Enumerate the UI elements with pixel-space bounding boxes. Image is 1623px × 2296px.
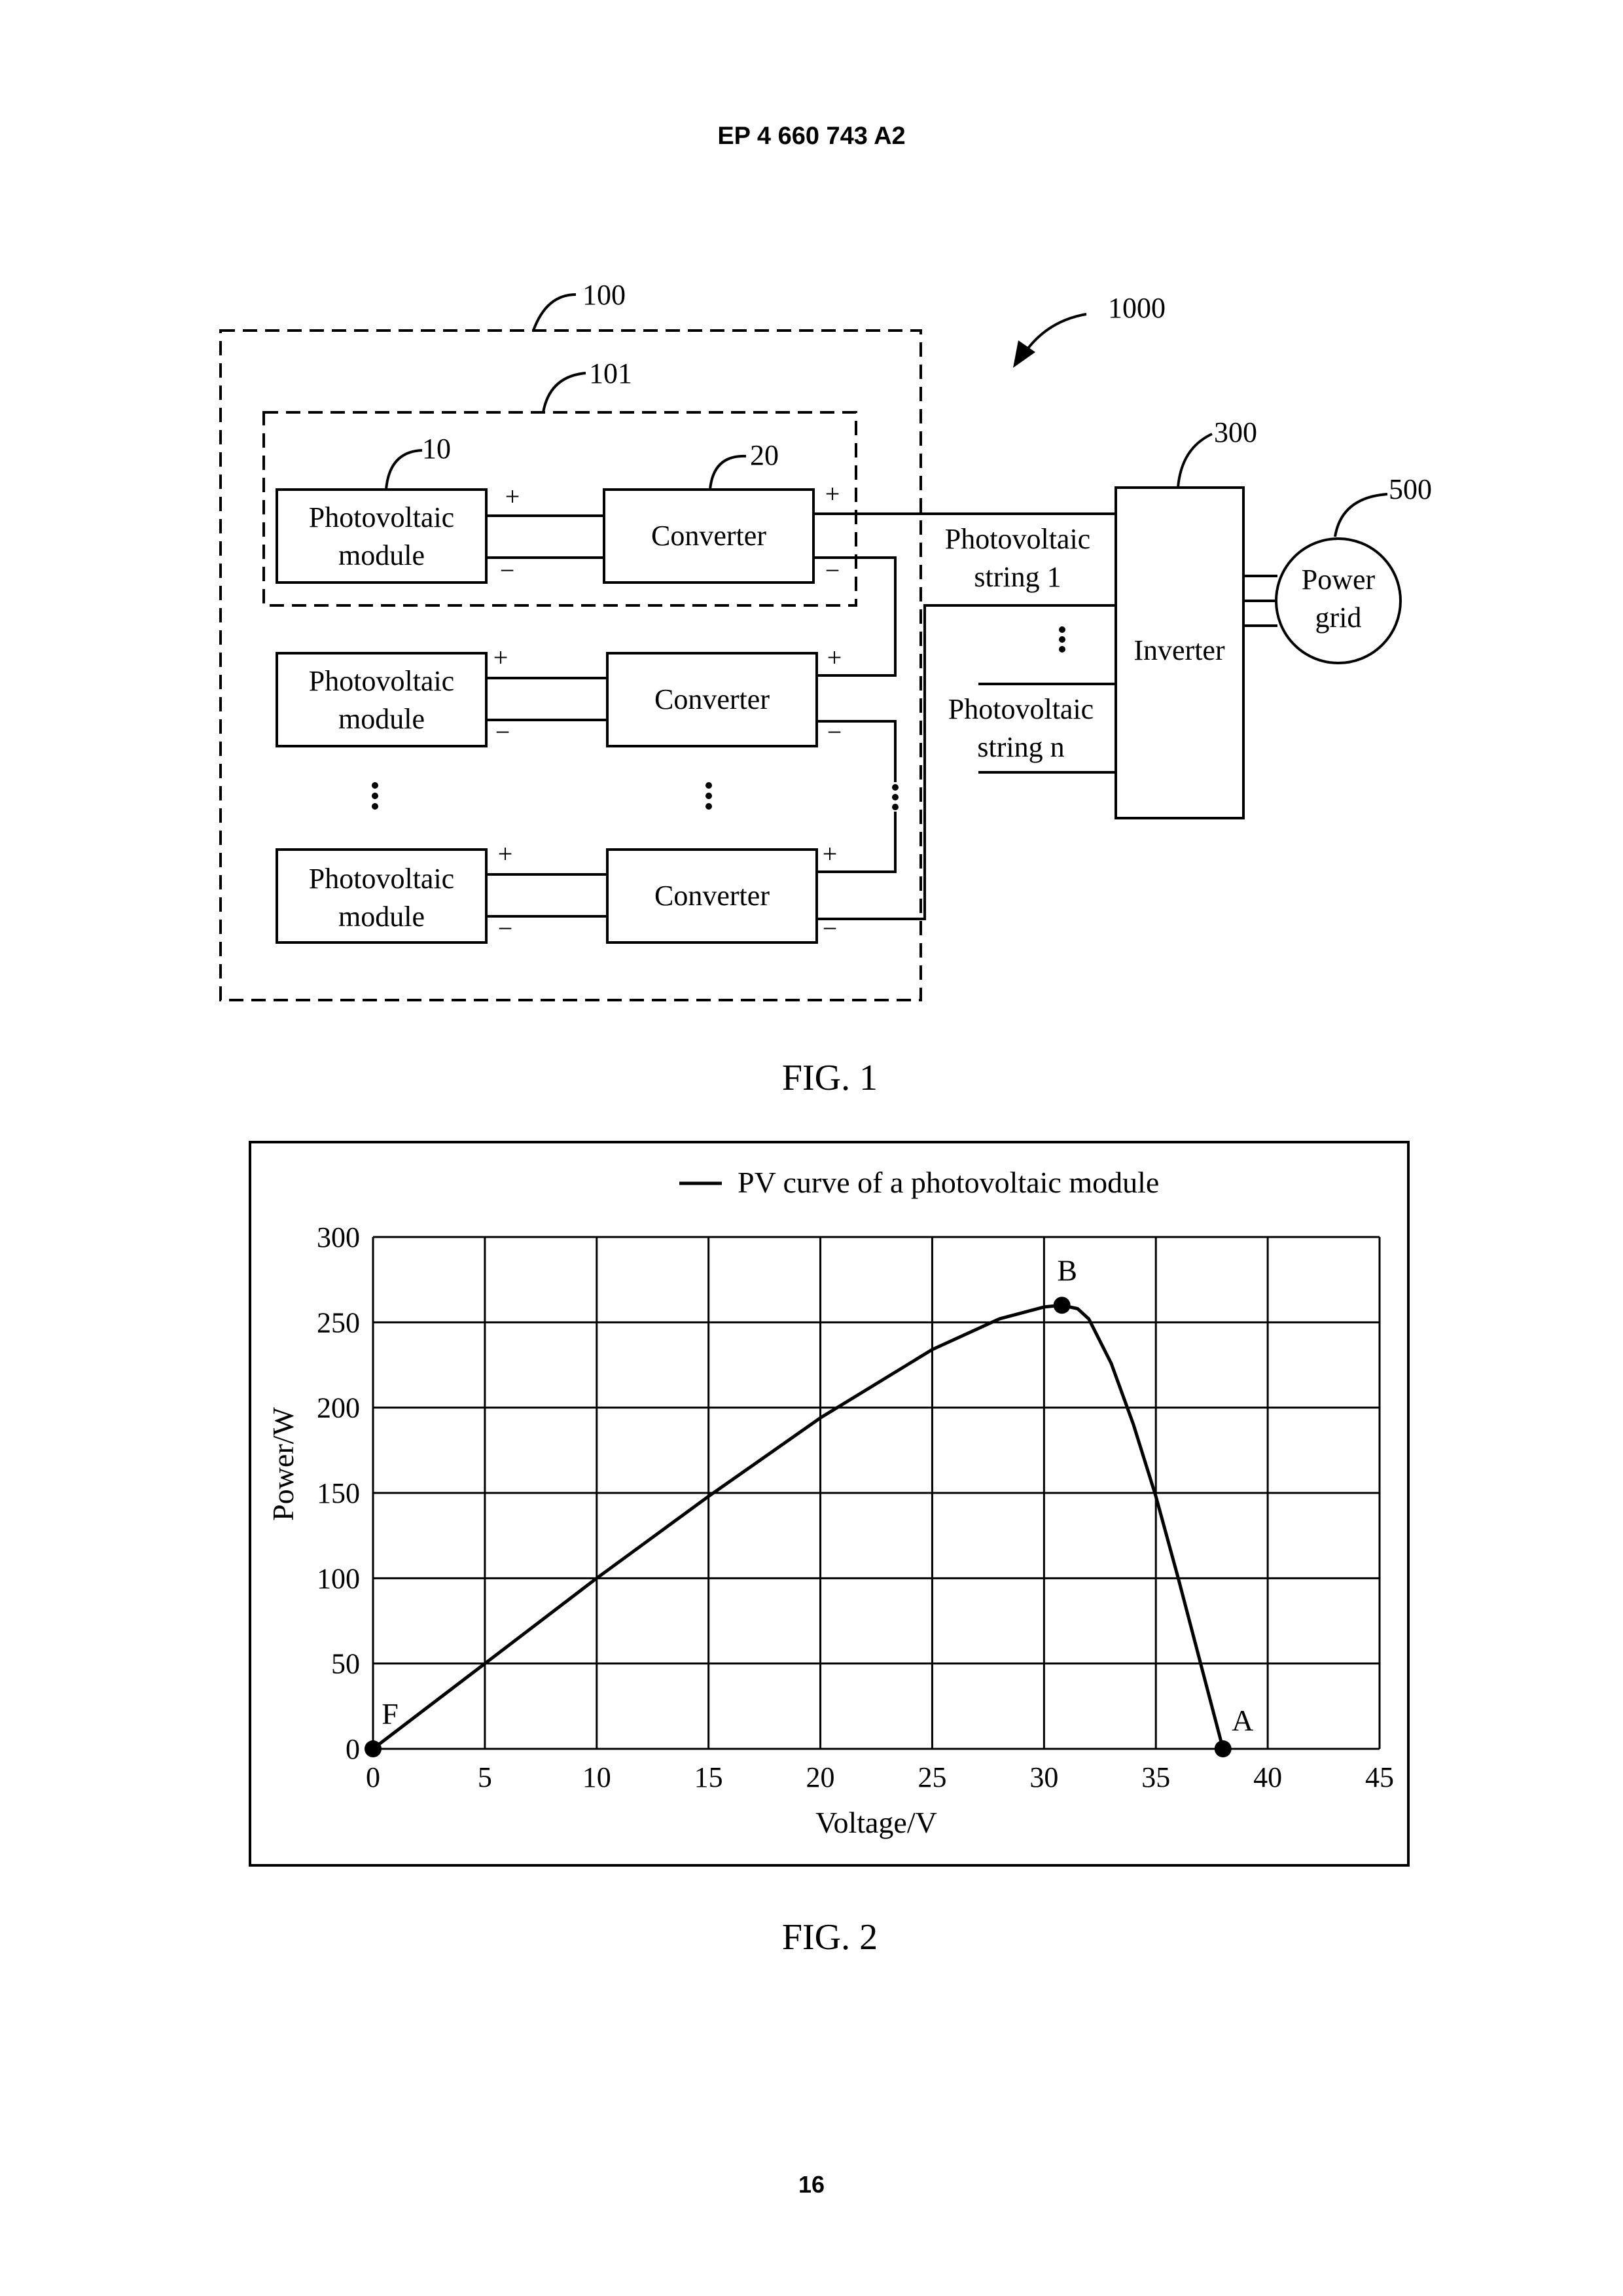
pv-module-label-2a: Photovoltaic: [309, 665, 454, 697]
minus-sign: −: [825, 556, 840, 585]
minus-sign: −: [498, 914, 513, 943]
ref-1000: 1000: [1108, 292, 1166, 324]
leader-500: [1335, 494, 1387, 537]
point-b-label: B: [1057, 1253, 1077, 1287]
point-a-marker: [1215, 1740, 1232, 1757]
ref-500: 500: [1389, 473, 1432, 505]
ref-20: 20: [750, 439, 779, 471]
y-tick-label: 200: [317, 1392, 360, 1424]
x-tick-label: 0: [366, 1761, 380, 1793]
legend-label: PV curve of a photovoltaic module: [738, 1166, 1159, 1199]
minus-sign: −: [827, 717, 842, 747]
minus-sign: −: [823, 914, 838, 943]
minus-sign: −: [500, 556, 515, 585]
plus-sign: +: [825, 479, 840, 509]
x-tick-label: 10: [582, 1761, 611, 1793]
power-grid-circle: [1276, 539, 1400, 663]
pv-module-label-1b: module: [338, 539, 425, 571]
x-tick-label: 35: [1141, 1761, 1170, 1793]
x-axis-label: Voltage/V: [815, 1806, 937, 1839]
pv-module-label-3b: module: [338, 901, 425, 933]
fig1-caption: FIG. 1: [782, 1058, 878, 1098]
x-tick-label: 40: [1253, 1761, 1282, 1793]
point-a-label: A: [1232, 1704, 1253, 1737]
plus-sign: +: [823, 839, 838, 869]
fig2-caption: FIG. 2: [782, 1917, 878, 1958]
plus-sign: +: [827, 643, 842, 672]
ref-100: 100: [582, 279, 626, 311]
x-tick-label: 25: [918, 1761, 946, 1793]
ref-101: 101: [589, 357, 632, 389]
point-b-marker: [1054, 1297, 1071, 1314]
ref-10: 10: [422, 433, 451, 465]
pv-curve-line: [373, 1305, 1223, 1749]
converter-label-3: Converter: [654, 880, 770, 912]
y-tick-label: 100: [317, 1562, 360, 1594]
leader-20: [710, 456, 746, 490]
x-tick-label: 5: [478, 1761, 492, 1793]
string1-label-b: string 1: [974, 561, 1061, 593]
y-tick-label: 150: [317, 1477, 360, 1509]
y-tick-label: 50: [331, 1648, 360, 1680]
page-number: 16: [798, 2171, 825, 2198]
leader-10: [386, 450, 422, 490]
x-tick-label: 15: [694, 1761, 723, 1793]
pv-module-label-2b: module: [338, 703, 425, 735]
x-tick-label: 45: [1365, 1761, 1394, 1793]
y-tick-label: 0: [346, 1733, 360, 1765]
leader-100: [533, 295, 576, 331]
pv-module-label-1a: Photovoltaic: [309, 501, 454, 533]
power-grid-label-a: Power: [1302, 564, 1376, 596]
x-tick-label: 20: [806, 1761, 835, 1793]
stringn-label-b: string n: [977, 731, 1064, 763]
system-arrow-1000: [1024, 314, 1086, 353]
leader-101: [543, 373, 586, 412]
point-f-label: F: [382, 1697, 399, 1731]
stringn-label-a: Photovoltaic: [948, 693, 1094, 725]
document-number: EP 4 660 743 A2: [717, 122, 905, 150]
plus-sign: +: [498, 839, 513, 869]
fig2-frame: [250, 1142, 1408, 1865]
point-f-marker: [365, 1740, 382, 1757]
power-grid-label-b: grid: [1315, 601, 1362, 634]
pv-curve-chart: 0 5 10 15 20 25 30 35 40 45 0 50 100 150 200 250 300 F B A: [317, 1221, 1394, 1793]
y-tick-label: 250: [317, 1306, 360, 1338]
plus-sign: +: [493, 643, 508, 672]
y-axis-label: Power/W: [266, 1407, 300, 1521]
plus-sign: +: [505, 482, 520, 511]
converter-label-2: Converter: [654, 683, 770, 715]
minus-sign: −: [495, 717, 510, 747]
string1-label-a: Photovoltaic: [945, 523, 1090, 555]
converter-label-1: Converter: [651, 520, 766, 552]
y-tick-label: 300: [317, 1221, 360, 1253]
ref-300: 300: [1214, 416, 1257, 448]
leader-300: [1178, 434, 1212, 488]
inverter-label: Inverter: [1133, 634, 1225, 666]
pv-module-label-3a: Photovoltaic: [309, 863, 454, 895]
x-tick-label: 30: [1029, 1761, 1058, 1793]
